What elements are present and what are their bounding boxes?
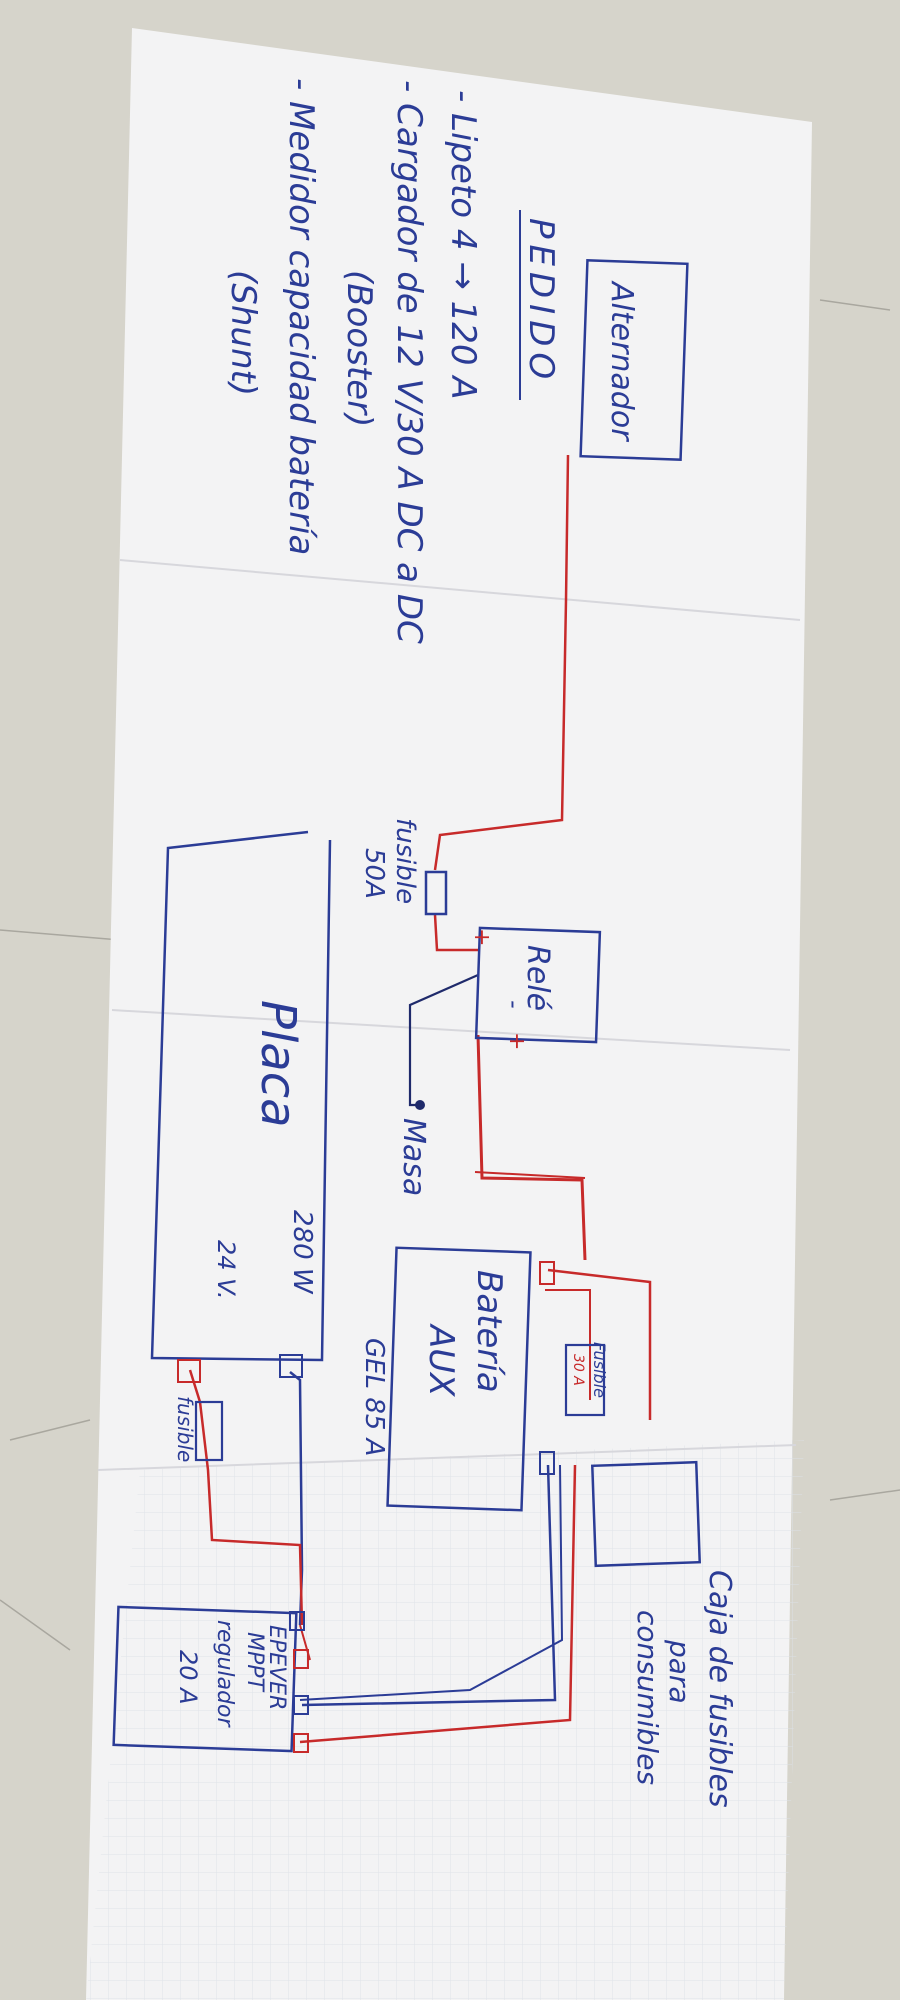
fuse-box: Caja de fusibles para consumibles xyxy=(590,1460,737,1808)
panel-negative-terminal xyxy=(279,1354,303,1378)
wire-battery-neg-to-regulator xyxy=(301,1464,557,1707)
regulator-terminal-2 xyxy=(293,1649,309,1669)
main-fuse-rating: 50A xyxy=(359,848,389,899)
battery-negative-terminal xyxy=(539,1451,555,1475)
solar-panel-power: 280 W xyxy=(287,1210,317,1295)
main-fuse-label: fusible xyxy=(390,818,420,904)
aux-battery-line2: AUX xyxy=(421,1323,461,1397)
panel-fuse: fusible xyxy=(173,1396,224,1462)
regulator-brand: EPEVER xyxy=(264,1625,289,1710)
aux-battery-line1: Batería xyxy=(469,1270,509,1393)
aux-battery-box: Batería AUX GEL 85 A xyxy=(359,1246,555,1512)
relay-label: Relé xyxy=(520,945,555,1011)
panel-positive-terminal xyxy=(177,1359,201,1383)
relay-minus: - xyxy=(500,1000,528,1009)
wire-relay-to-battery xyxy=(476,1034,587,1261)
paper-folds xyxy=(97,559,801,1471)
paper-grid-area xyxy=(86,1440,804,2000)
regulator-terminal-4 xyxy=(293,1733,309,1753)
order-item-2: - Cargador de 12 V/30 A DC a DC xyxy=(389,80,429,644)
regulator-rating: 20 A xyxy=(174,1650,202,1705)
fuse-box-line3: consumibles xyxy=(631,1610,664,1785)
wire-battery-pos-to-regulator xyxy=(299,1464,577,1744)
fuse-box-line1: Caja de fusibles xyxy=(702,1570,737,1808)
order-item-4: - Medidor capacidad batería xyxy=(281,78,321,555)
wire-alternator-to-fuse xyxy=(433,454,570,871)
regulator-box: EPEVER MPPT regulador 20 A xyxy=(112,1605,309,1753)
battery-fuse: Fusible 30 A xyxy=(564,1342,609,1417)
wire-relay-to-battery-2 xyxy=(474,1171,586,1179)
aux-battery-spec: GEL 85 A xyxy=(359,1338,389,1456)
regulator-type: MPPT xyxy=(242,1632,267,1693)
wire-panel-pos-to-regulator xyxy=(188,1369,304,1626)
battery-fuse-label: Fusible xyxy=(590,1342,609,1398)
order-item-3: (Booster) xyxy=(339,270,379,427)
solar-panel-voltage: 24 V. xyxy=(212,1240,240,1299)
wire-battery-to-fusebox xyxy=(547,1268,652,1420)
ground-terminal xyxy=(415,1100,425,1110)
relay-box: Relé + - + xyxy=(469,926,602,1050)
wire-battery-neg-to-regulator-2 xyxy=(299,1464,564,1701)
main-fuse: fusible 50A xyxy=(359,818,448,916)
wire-battery-to-fuse xyxy=(545,1289,591,1400)
regulator-name: regulador xyxy=(212,1620,237,1729)
order-heading: PEDIDO xyxy=(521,218,561,385)
battery-positive-terminal xyxy=(539,1261,555,1285)
wire-fuse-to-relay xyxy=(433,914,478,952)
desk-scratches xyxy=(0,299,900,1651)
regulator-terminal-1 xyxy=(289,1611,305,1631)
alternator-label: Alternador xyxy=(604,280,639,442)
alternator-box: Alternador xyxy=(579,259,689,461)
order-item-1: - Lipeto 4 → 120 A xyxy=(443,90,483,400)
fuse-box-line2: para xyxy=(663,1639,696,1704)
relay-plus-out: + xyxy=(504,1032,529,1050)
battery-fuse-rating: 30 A xyxy=(570,1354,586,1386)
panel-fuse-label: fusible xyxy=(173,1396,197,1462)
solar-panel-box: Placa 280 W 24 V. xyxy=(150,830,332,1383)
ground-label: Masa xyxy=(396,1118,431,1196)
solar-panel-label: Placa xyxy=(250,1000,306,1128)
regulator-terminal-3 xyxy=(293,1695,309,1715)
relay-plus-in: + xyxy=(469,928,494,946)
order-item-5: (Shunt) xyxy=(223,270,263,396)
